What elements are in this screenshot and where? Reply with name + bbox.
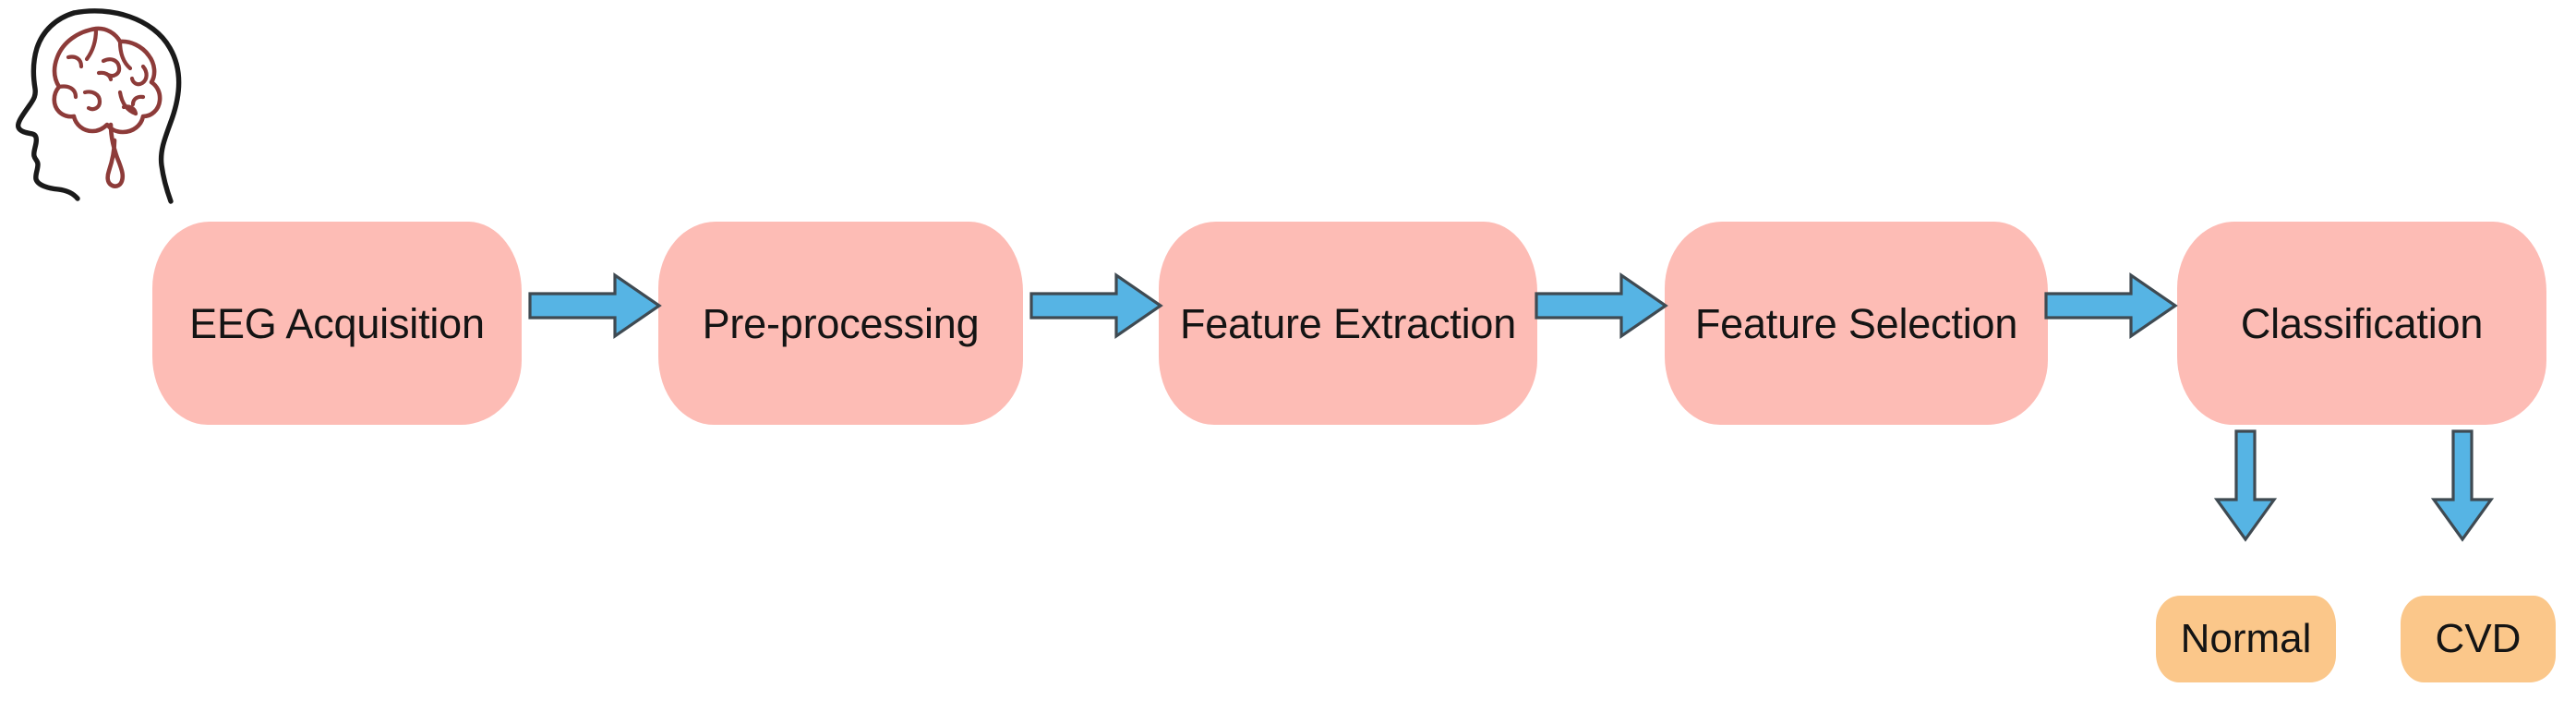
stage-pre-processing[interactable]: Pre-processing — [658, 222, 1023, 425]
arrow-right-icon-3 — [1533, 270, 1669, 342]
stage-classification[interactable]: Classification — [2177, 222, 2546, 425]
stage-eeg-acquisition[interactable]: EEG Acquisition — [152, 222, 522, 425]
stage-label: Classification — [2240, 299, 2484, 347]
outcome-cvd[interactable]: CVD — [2401, 596, 2556, 682]
arrow-down-icon-cvd — [2428, 428, 2497, 543]
stage-label: EEG Acquisition — [189, 299, 485, 347]
outcome-normal[interactable]: Normal — [2156, 596, 2336, 682]
arrow-right-icon-1 — [526, 270, 663, 342]
stage-feature-selection[interactable]: Feature Selection — [1665, 222, 2048, 425]
arrow-down-icon-normal — [2211, 428, 2280, 543]
head-brain-icon — [7, 4, 206, 211]
arrow-right-icon-2 — [1028, 270, 1164, 342]
stage-feature-extraction[interactable]: Feature Extraction — [1159, 222, 1537, 425]
stage-label: Pre-processing — [702, 299, 980, 347]
stage-label: Feature Selection — [1694, 299, 2018, 347]
arrow-right-icon-4 — [2042, 270, 2179, 342]
outcome-label: CVD — [2435, 616, 2522, 661]
stage-label: Feature Extraction — [1179, 299, 1517, 347]
outcome-label: Normal — [2180, 616, 2312, 661]
